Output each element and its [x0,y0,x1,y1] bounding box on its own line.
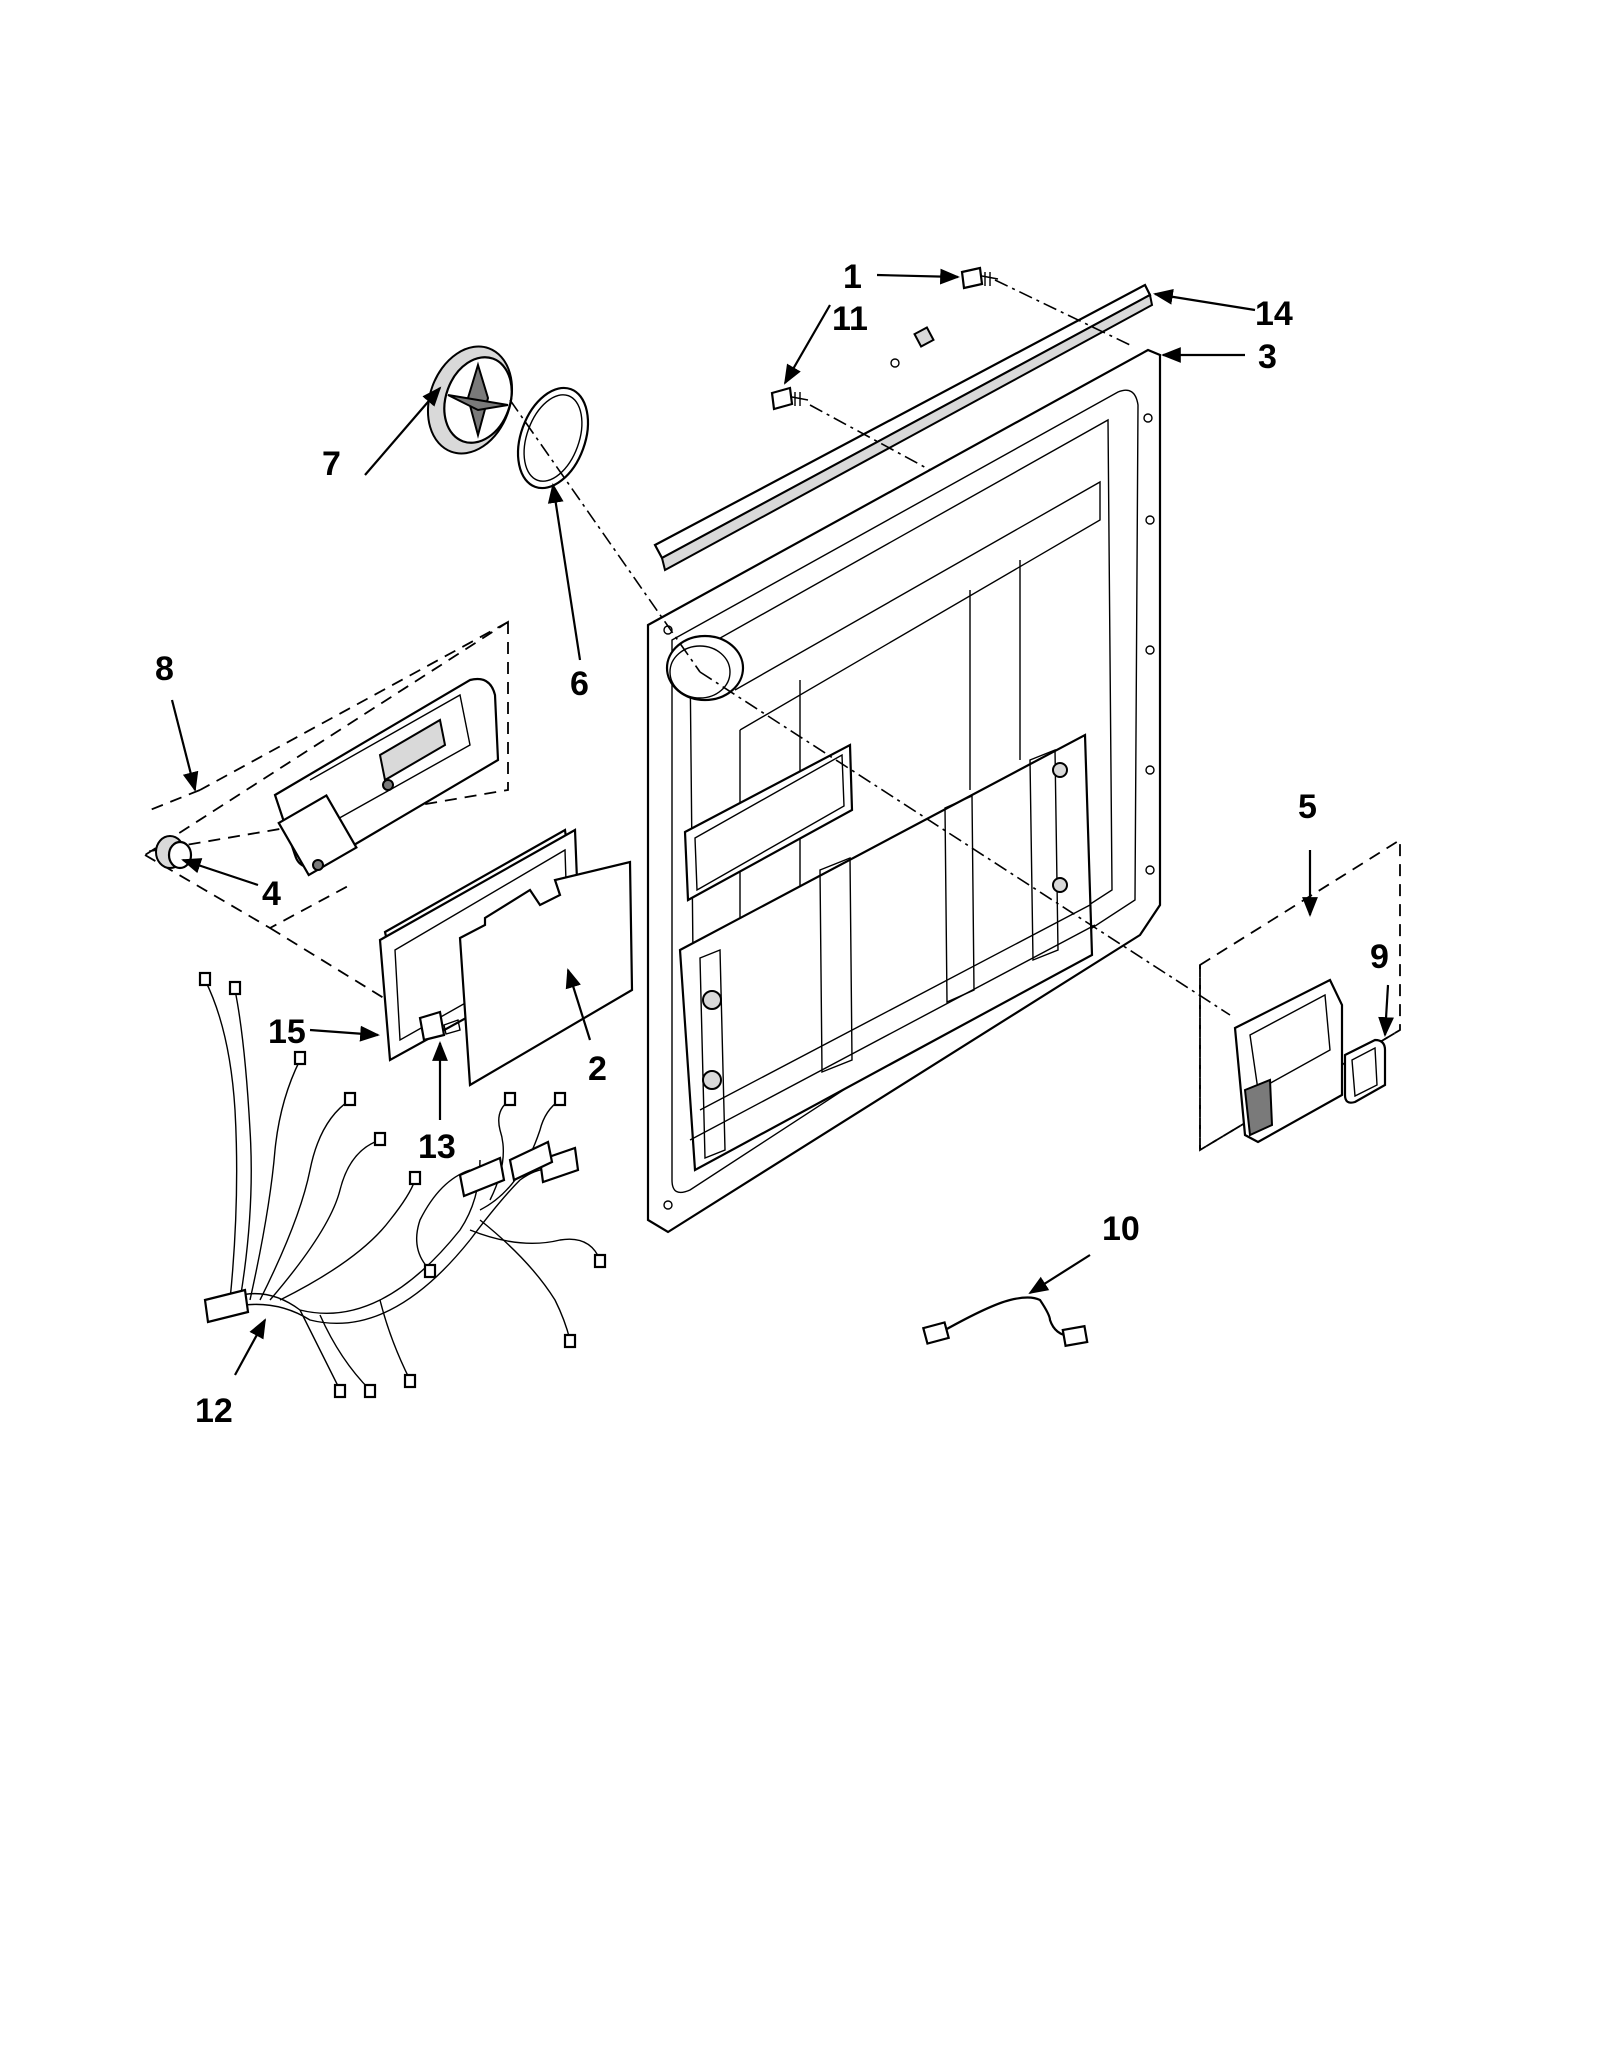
screw-11 [770,386,809,411]
callout-labels: 1 2 3 4 5 6 7 8 9 10 11 12 13 14 15 [155,258,1389,1430]
cable-10 [921,1296,1089,1348]
callout-3: 3 [1258,338,1277,376]
vent-seal [516,386,590,490]
callout-15: 15 [268,1013,306,1051]
vent-assembly [426,345,514,455]
knob-4 [155,835,193,870]
callout-12: 12 [195,1392,233,1430]
module-5-group [1199,838,1401,1152]
leader-lines [170,268,1394,1376]
callout-2: 2 [588,1050,607,1088]
callout-4: 4 [262,875,281,913]
callout-5: 5 [1298,788,1317,826]
top-trim-strip [653,283,1154,572]
inner-door-panel [646,348,1162,1234]
callout-14: 14 [1255,295,1293,333]
wire-harness [198,971,607,1399]
dispenser-assembly [144,620,509,930]
callout-9: 9 [1370,938,1389,976]
callout-6: 6 [570,665,589,703]
control-board [458,860,634,1087]
callout-13: 13 [418,1128,456,1166]
callout-1: 1 [843,258,862,296]
callout-11: 11 [832,300,868,338]
callout-10: 10 [1102,1210,1140,1248]
callout-7: 7 [322,445,341,483]
screw-1 [960,266,999,290]
callout-8: 8 [155,650,174,688]
screw-13 [418,1010,461,1042]
